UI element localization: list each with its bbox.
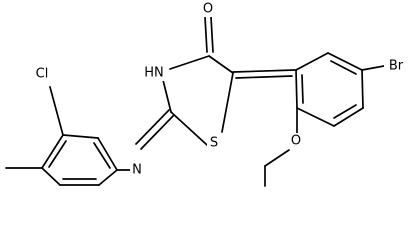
bond-ra6-ra1: [295, 69, 298, 109]
atom-label-nh: HN: [144, 66, 164, 81]
bond-o-ch2: [264, 149, 290, 167]
bond-ra4-ra5-inner: [333, 104, 357, 119]
atom-label-sulfur: S: [210, 136, 218, 151]
bond-c-br: [361, 65, 385, 71]
bond-c5-c4: [208, 55, 234, 74]
bond-c2-s1: [170, 111, 208, 146]
bond-ra2-ra3: [327, 52, 363, 71]
bond-ra2-ra3-inner: [330, 60, 357, 75]
bond-rb3-rb4: [41, 134, 64, 169]
atom-label-ether-oxygen: O: [291, 134, 301, 149]
bond-c5-ch-b: [235, 75, 293, 79]
atom-label-imine-nitrogen: N: [132, 163, 142, 178]
bond-ra3-ra4: [361, 69, 364, 109]
bond-ra6-ra1-inner: [301, 74, 304, 104]
bond-s1-c5: [221, 72, 234, 133]
bond-c4-n3: [169, 55, 210, 70]
atom-label-carbonyl-oxygen: O: [203, 2, 213, 17]
bond-rb1-rb2: [97, 137, 118, 171]
atom-labels: O HN S N Br Cl O: [31, 1, 408, 178]
bond-rb1-rb2-inner: [93, 142, 111, 169]
bond-rb6-rb1: [98, 169, 118, 186]
bond-c4-o-a: [204, 16, 208, 53]
bond-ra1-ra2: [295, 52, 329, 71]
bond-c4-o-b: [210, 16, 214, 53]
bond-c2-n-a: [135, 109, 170, 145]
atom-label-chlorine: Cl: [36, 67, 49, 82]
bond-lines: [5, 16, 385, 187]
bond-ra5-ra6: [296, 107, 335, 127]
bond-c2-n-b: [140, 114, 175, 150]
bond-c-cl: [49, 86, 64, 136]
bond-rb2-rb3: [62, 134, 99, 139]
atom-label-bromine: Br: [389, 59, 404, 74]
bond-c5-ch-a: [232, 69, 296, 73]
bond-rb4-rb5: [41, 167, 61, 186]
bond-ra4-ra5: [333, 107, 364, 127]
molecule-structure-diagram: O HN S N Br Cl O: [5, 1, 408, 187]
bond-n3-c2: [162, 79, 172, 113]
bond-rb3-rb4-inner: [48, 140, 67, 168]
